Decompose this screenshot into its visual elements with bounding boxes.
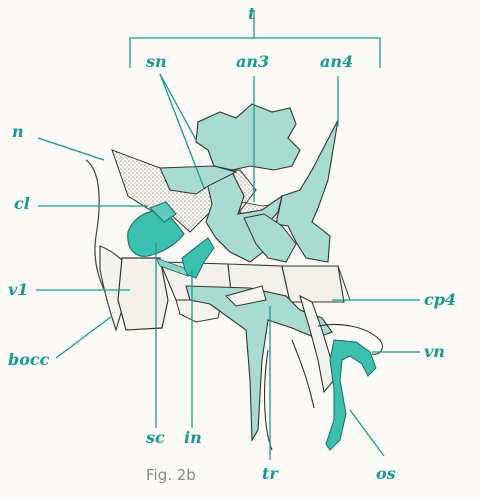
leader-bocc [55, 315, 113, 359]
vertebra-4 [281, 265, 345, 303]
leader-sn-a [159, 73, 197, 141]
leader-os [349, 409, 385, 457]
label-sc: sc [146, 428, 165, 447]
label-in: in [184, 428, 202, 447]
label-os: os [376, 464, 396, 483]
ventral-neurocranium [317, 323, 383, 355]
label-tr: tr [262, 464, 278, 483]
skull-outline [85, 159, 111, 301]
neural-arch-4 [275, 119, 339, 263]
lower-rib [291, 339, 315, 409]
supraneural-lower [159, 165, 238, 195]
leader-lines [36, 10, 420, 460]
label-cl: cl [14, 194, 30, 213]
label-cp4: cp4 [424, 290, 457, 309]
claustrum [149, 201, 177, 223]
interossicular-ligament [155, 257, 189, 277]
tripus [185, 285, 333, 442]
vertebra-1 [117, 257, 169, 331]
figure-caption: Fig. 2b [146, 466, 196, 484]
label-sn: sn [146, 52, 167, 71]
scaphium [127, 210, 185, 257]
label-v1: v1 [8, 280, 29, 299]
label-t: t [248, 4, 256, 23]
os-suspensorium [299, 294, 335, 394]
bracket-t [129, 37, 381, 68]
tripus-anterior-process [225, 285, 267, 307]
label-an4: an4 [320, 52, 354, 71]
vertebra-edge [337, 265, 351, 301]
leader-n [37, 137, 105, 161]
label-n: n [12, 122, 24, 141]
os-suspensorium-hook [325, 339, 377, 451]
neural-arch-4-base [243, 213, 297, 263]
label-bocc: bocc [8, 350, 50, 369]
label-an3: an3 [236, 52, 270, 71]
label-vn: vn [424, 342, 445, 361]
tripus-curve [263, 349, 273, 451]
leader-sn-b [159, 73, 205, 189]
supraneural-element [195, 103, 301, 171]
